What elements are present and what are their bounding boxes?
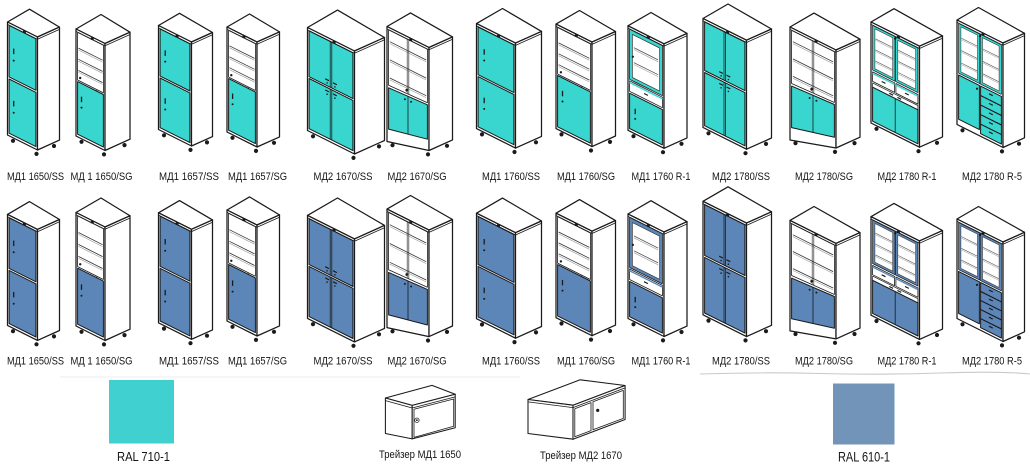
svg-text:МД1 1760 R-1: МД1 1760 R-1 <box>632 171 691 183</box>
svg-text:Трейзер МД2 1670: Трейзер МД2 1670 <box>540 450 622 462</box>
svg-text:МД1 1657/SG: МД1 1657/SG <box>228 171 287 183</box>
svg-text:МД1 1760 R-1: МД1 1760 R-1 <box>632 356 691 368</box>
svg-text:МД1 1657/SG: МД1 1657/SG <box>228 356 287 368</box>
svg-text:МД2 1780 R-5: МД2 1780 R-5 <box>962 171 1022 183</box>
svg-text:RAL 710-1: RAL 710-1 <box>117 449 170 464</box>
svg-text:Трейзер МД1 1650: Трейзер МД1 1650 <box>379 449 461 461</box>
svg-text:МД2 1780/SS: МД2 1780/SS <box>712 356 770 368</box>
svg-text:МД2 1670/SS: МД2 1670/SS <box>314 356 373 368</box>
svg-text:МД2 1670/SS: МД2 1670/SS <box>314 171 373 183</box>
svg-text:МД2 1780 R-1: МД2 1780 R-1 <box>878 356 937 368</box>
svg-text:МД1 1650/SS: МД1 1650/SS <box>7 171 64 183</box>
svg-text:МД 1 1650/SG: МД 1 1650/SG <box>71 356 133 368</box>
svg-text:МД2 1670/SG: МД2 1670/SG <box>388 171 447 183</box>
svg-text:МД1 1760/SS: МД1 1760/SS <box>482 171 540 183</box>
svg-text:МД1 1760/SS: МД1 1760/SS <box>482 356 540 368</box>
svg-text:RAL 610-1: RAL 610-1 <box>838 450 890 465</box>
svg-text:МД1 1650/SS: МД1 1650/SS <box>7 356 64 368</box>
svg-text:МД2 1780/SS: МД2 1780/SS <box>712 171 770 183</box>
svg-text:МД1 1657/SS: МД1 1657/SS <box>159 356 219 368</box>
svg-text:МД2 1780 R-5: МД2 1780 R-5 <box>962 356 1022 368</box>
svg-text:МД1 1760/SG: МД1 1760/SG <box>557 356 615 368</box>
svg-text:МД2 1780 R-1: МД2 1780 R-1 <box>878 171 937 183</box>
svg-text:МД2 1780/SG: МД2 1780/SG <box>795 171 853 183</box>
svg-text:МД1 1760/SG: МД1 1760/SG <box>557 171 615 183</box>
svg-text:МД1 1657/SS: МД1 1657/SS <box>159 171 219 183</box>
svg-text:МД 1 1650/SG: МД 1 1650/SG <box>71 171 133 183</box>
svg-text:МД2 1780/SG: МД2 1780/SG <box>795 356 853 368</box>
svg-text:МД2 1670/SG: МД2 1670/SG <box>388 356 447 368</box>
